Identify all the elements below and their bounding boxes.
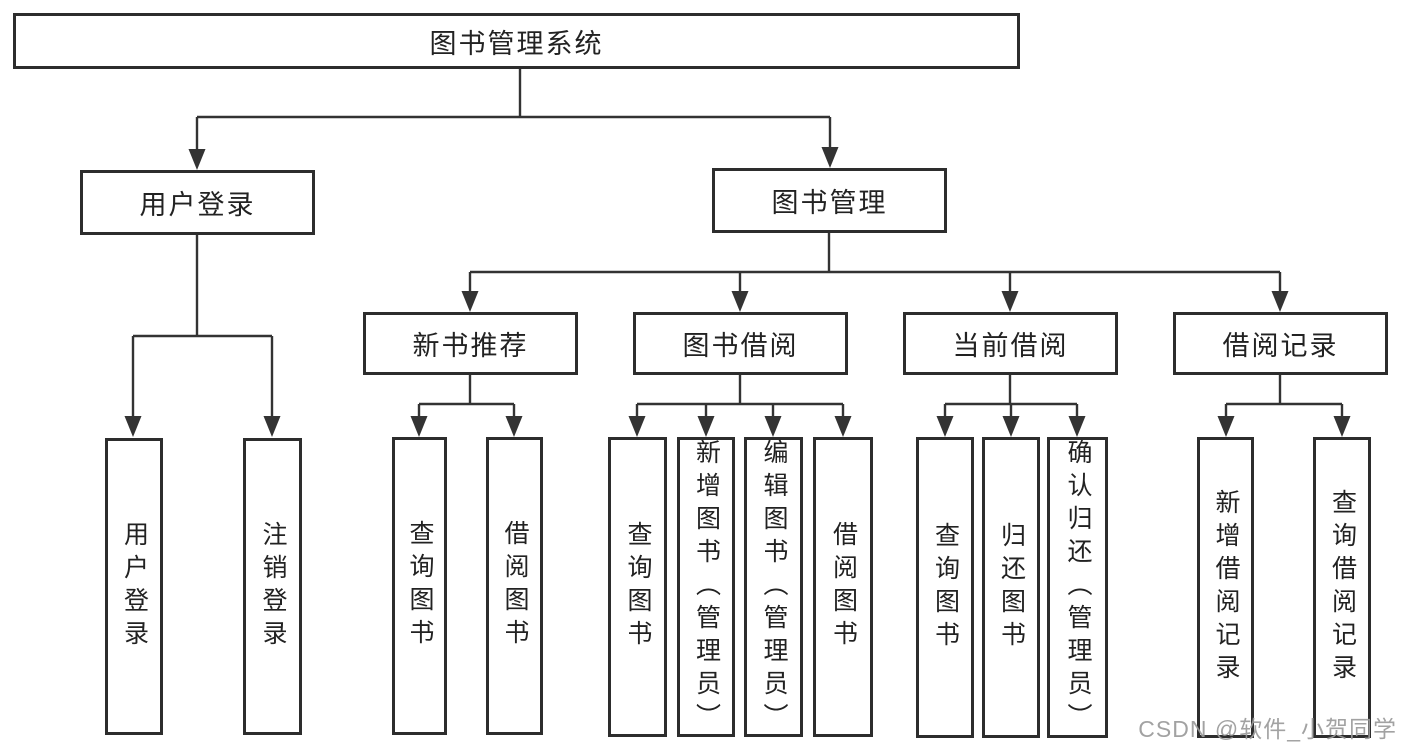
leaf-user-login-label: 用户登录 bbox=[120, 520, 149, 653]
node-borrow-records-label: 借阅记录 bbox=[1222, 331, 1339, 361]
leaf-query-books-borrowing: 查询图书 bbox=[608, 437, 667, 737]
node-root-system: 图书管理系统 bbox=[13, 13, 1020, 69]
node-user-login-label: 用户登录 bbox=[139, 190, 256, 220]
csdn-watermark: CSDN @软件_小贺同学 bbox=[1138, 716, 1397, 742]
node-book-management: 图书管理 bbox=[712, 168, 947, 233]
leaf-query-books-borrowing-label: 查询图书 bbox=[624, 521, 652, 653]
node-book-borrowing: 图书借阅 bbox=[633, 312, 848, 375]
node-new-book-recommend-label: 新书推荐 bbox=[412, 331, 529, 361]
leaf-logout: 注销登录 bbox=[243, 438, 302, 735]
leaf-query-books-recommend: 查询图书 bbox=[392, 437, 447, 735]
node-new-book-recommend: 新书推荐 bbox=[363, 312, 578, 375]
leaf-borrow-books: 借阅图书 bbox=[813, 437, 873, 737]
leaf-add-borrow-record: 新增借阅记录 bbox=[1197, 437, 1254, 738]
leaf-add-books-admin-label: 新增图书（管理员） bbox=[692, 438, 721, 736]
leaf-confirm-return-admin-label: 确认归还（管理员） bbox=[1064, 439, 1092, 736]
leaf-confirm-return-admin: 确认归还（管理员） bbox=[1047, 437, 1108, 738]
leaf-query-books-recommend-label: 查询图书 bbox=[406, 520, 434, 652]
leaf-return-books: 归还图书 bbox=[982, 437, 1040, 738]
leaf-borrow-books-recommend: 借阅图书 bbox=[486, 437, 543, 735]
node-book-management-label: 图书管理 bbox=[771, 188, 888, 218]
leaf-query-books-current: 查询图书 bbox=[916, 437, 974, 738]
leaf-add-borrow-record-label: 新增借阅记录 bbox=[1212, 488, 1240, 687]
leaf-logout-label: 注销登录 bbox=[259, 520, 287, 653]
leaf-user-login: 用户登录 bbox=[105, 438, 163, 735]
leaf-query-borrow-record-label: 查询借阅记录 bbox=[1328, 488, 1357, 687]
leaf-return-books-label: 归还图书 bbox=[997, 521, 1026, 654]
leaf-add-books-admin: 新增图书（管理员） bbox=[677, 437, 735, 737]
node-current-borrowing-label: 当前借阅 bbox=[952, 331, 1069, 361]
leaf-edit-books-admin-label: 编辑图书（管理员） bbox=[760, 438, 788, 736]
node-user-login: 用户登录 bbox=[80, 170, 315, 235]
leaf-edit-books-admin: 编辑图书（管理员） bbox=[744, 437, 803, 737]
node-root-system-label: 图书管理系统 bbox=[429, 28, 604, 59]
leaf-borrow-books-recommend-label: 借阅图书 bbox=[501, 520, 529, 652]
leaf-query-borrow-record: 查询借阅记录 bbox=[1313, 437, 1371, 738]
node-book-borrowing-label: 图书借阅 bbox=[682, 331, 799, 361]
node-borrow-records: 借阅记录 bbox=[1173, 312, 1388, 375]
leaf-query-books-current-label: 查询图书 bbox=[931, 521, 960, 654]
leaf-borrow-books-label: 借阅图书 bbox=[829, 521, 858, 653]
node-current-borrowing: 当前借阅 bbox=[903, 312, 1118, 375]
